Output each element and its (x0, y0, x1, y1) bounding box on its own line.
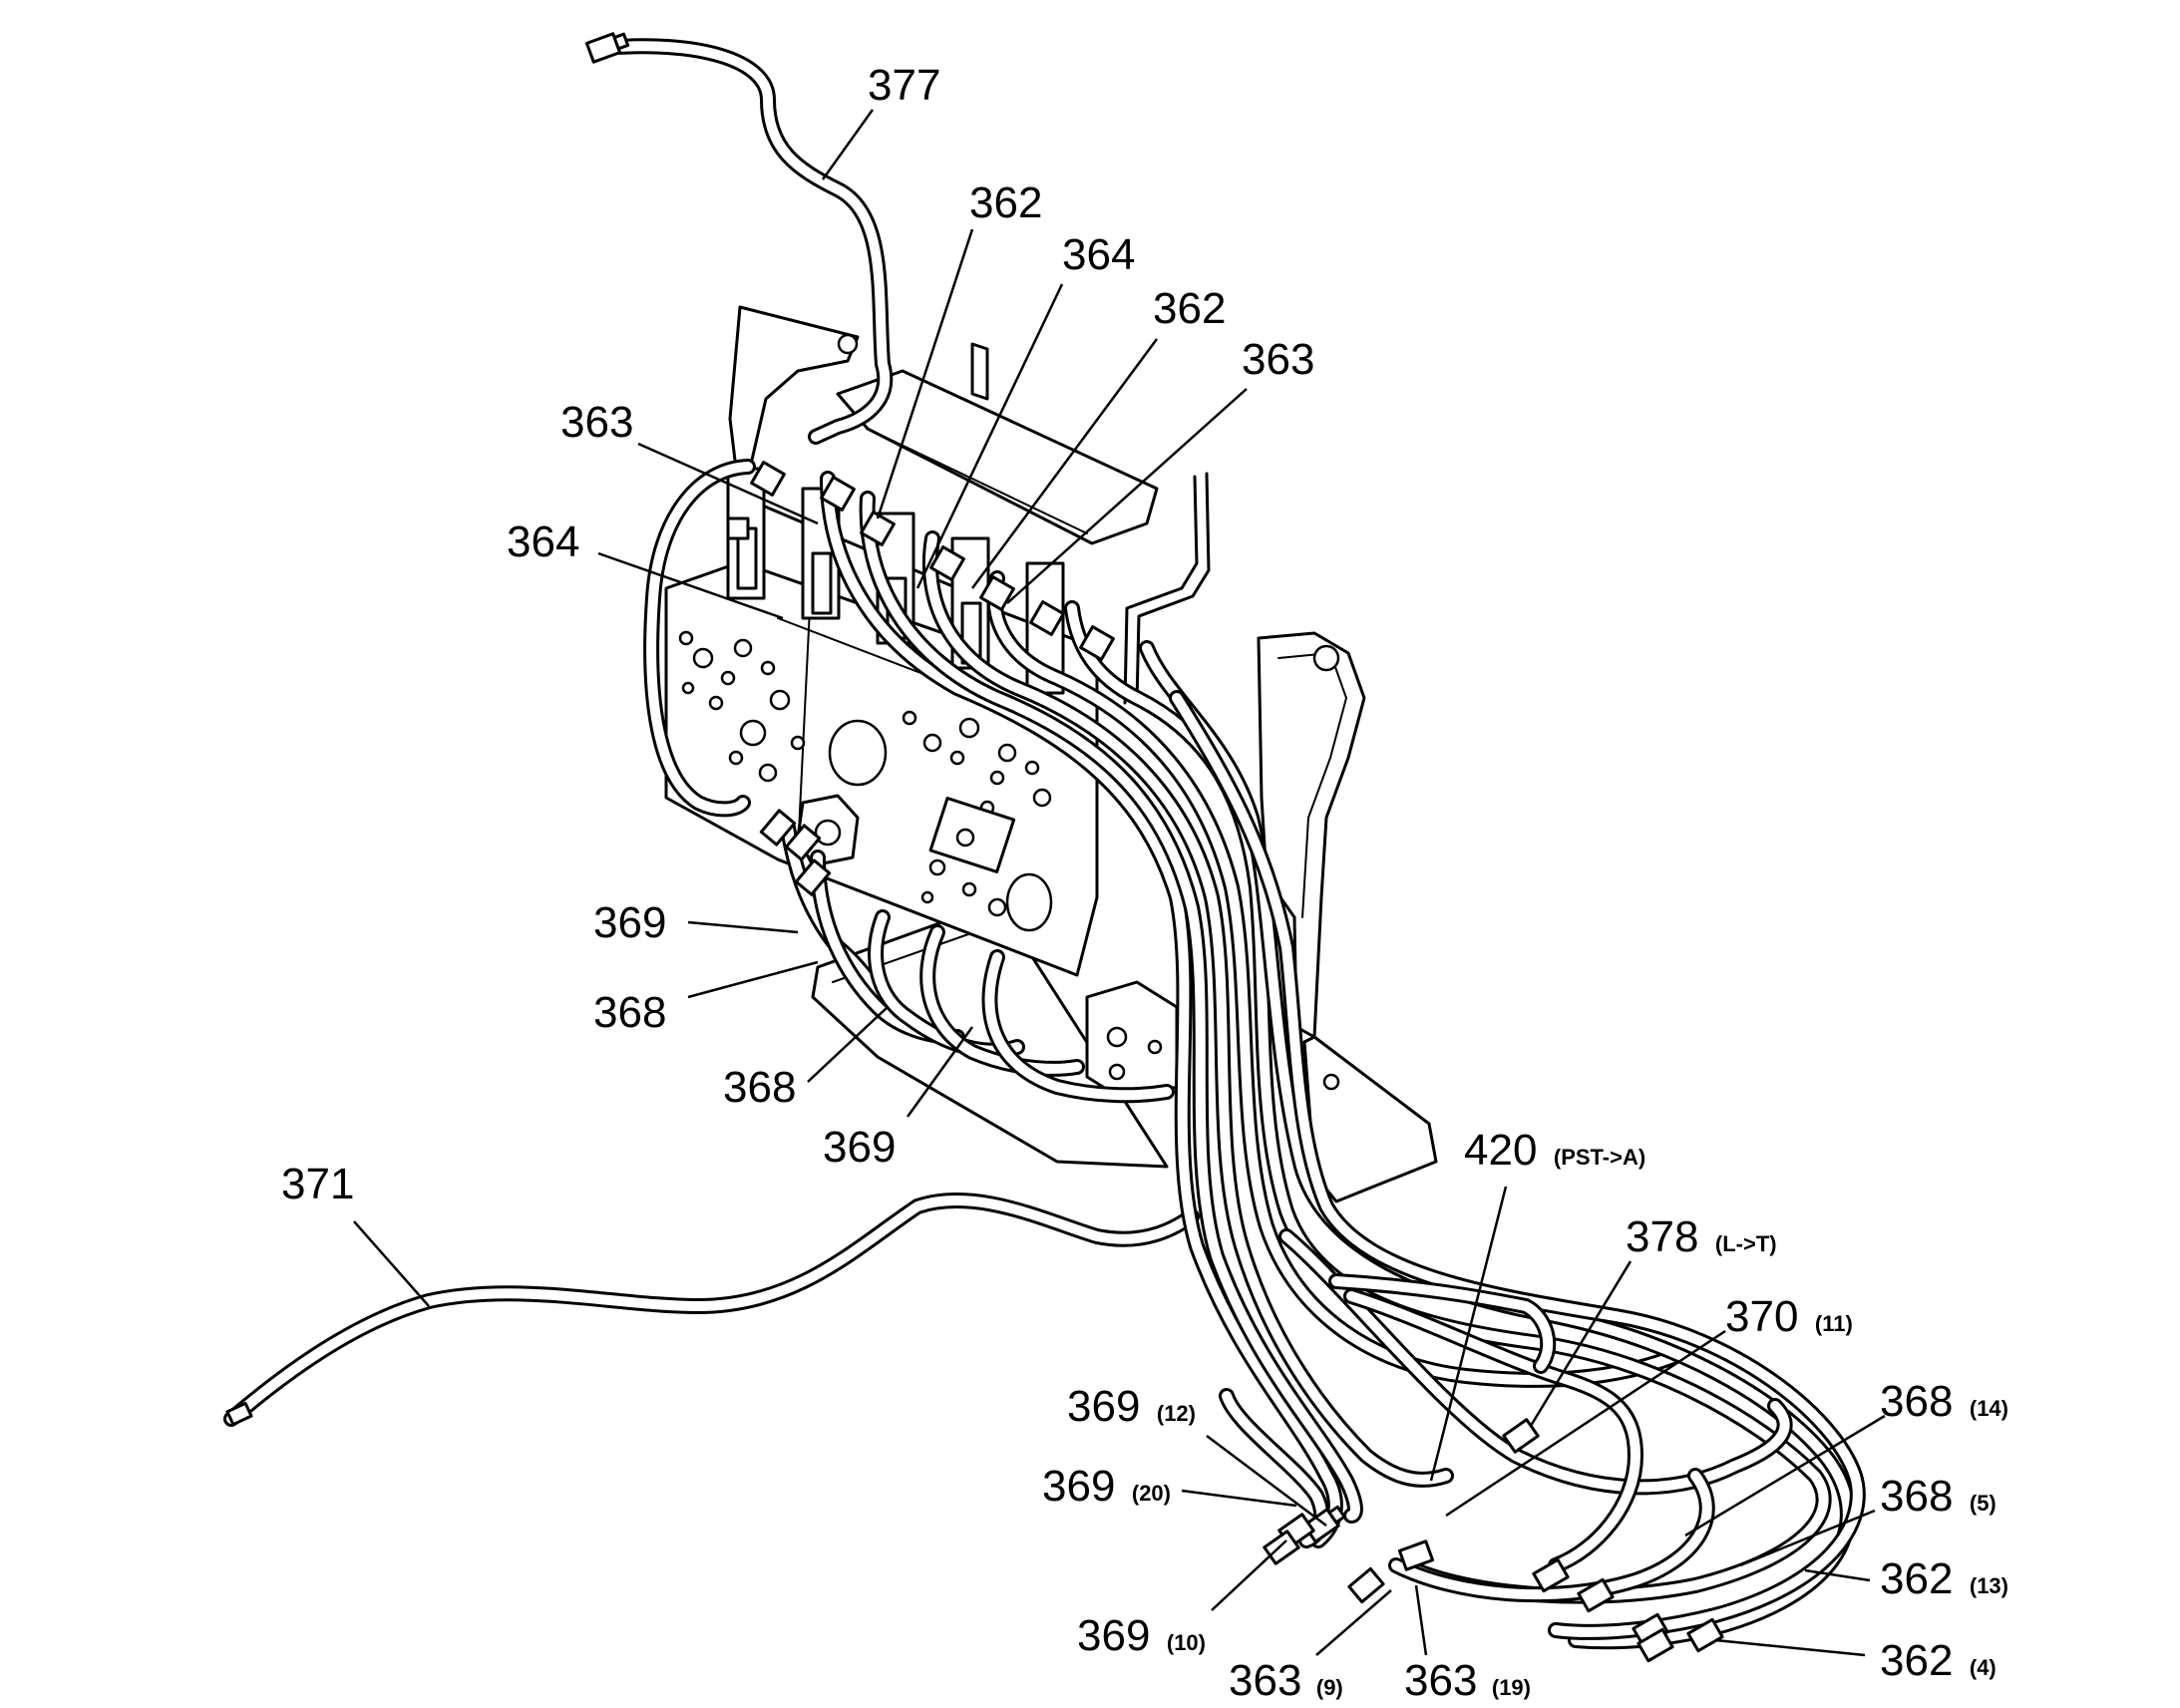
callout-labels: 377 362 364 362 363 363 364 369 368 368 … (281, 61, 2008, 1705)
callout-362-13: 362 (13) (1880, 1554, 2008, 1603)
mounting-frame (728, 305, 1438, 1203)
fitting (860, 511, 896, 546)
fitting (820, 476, 856, 512)
callout-369-20: 369 (20) (1042, 1462, 1171, 1511)
callout-369-lower: 369 (823, 1123, 896, 1172)
callout-363-mid: 363 (1242, 335, 1314, 384)
callout-368-5: 368 (5) (1880, 1472, 1997, 1521)
fitting (929, 545, 965, 581)
port-holes (678, 630, 1053, 932)
fitting (784, 824, 822, 861)
callout-362-mid: 362 (1153, 284, 1226, 333)
fitting (1302, 1505, 1346, 1543)
callout-362-top: 362 (969, 178, 1042, 227)
fitting (1686, 1617, 1724, 1653)
callout-369-left: 369 (593, 898, 666, 947)
fitting (1347, 1566, 1385, 1604)
callout-363-9: 363 (9) (1229, 1656, 1343, 1705)
fitting (1079, 625, 1115, 661)
callout-369-10: 369 (10) (1077, 1611, 1206, 1660)
callout-368-lower: 368 (723, 1063, 796, 1112)
callout-364-left: 364 (507, 517, 579, 566)
callout-371: 371 (281, 1160, 354, 1208)
fitting (584, 32, 630, 64)
callout-369-12: 369 (12) (1067, 1382, 1196, 1431)
fitting (979, 575, 1015, 611)
callout-368-left: 368 (593, 988, 666, 1037)
fitting (1636, 1627, 1674, 1663)
fitting (759, 809, 797, 847)
callout-377: 377 (868, 61, 940, 110)
fitting (750, 461, 786, 497)
hoses (223, 38, 1866, 1650)
fitting (726, 516, 750, 540)
lower-manifold (1085, 980, 1179, 1104)
callout-362-4: 362 (4) (1880, 1636, 1997, 1685)
leader-lines (353, 109, 1886, 1657)
callout-370: 370 (11) (1725, 1292, 1853, 1341)
callout-420: 420 (PST->A) (1464, 1126, 1645, 1175)
callout-364-top: 364 (1062, 230, 1135, 279)
callout-363-left: 363 (560, 398, 633, 447)
callout-363-19: 363 (19) (1404, 1656, 1531, 1705)
callout-368-14: 368 (14) (1880, 1377, 2008, 1426)
fitting (1577, 1577, 1615, 1613)
fitting (1532, 1557, 1570, 1593)
fitting (794, 858, 832, 896)
callout-378: 378 (L->T) (1626, 1212, 1777, 1261)
fitting (225, 1401, 253, 1427)
fitting (1397, 1539, 1435, 1571)
fitting (1502, 1418, 1540, 1454)
fitting (1029, 600, 1065, 636)
